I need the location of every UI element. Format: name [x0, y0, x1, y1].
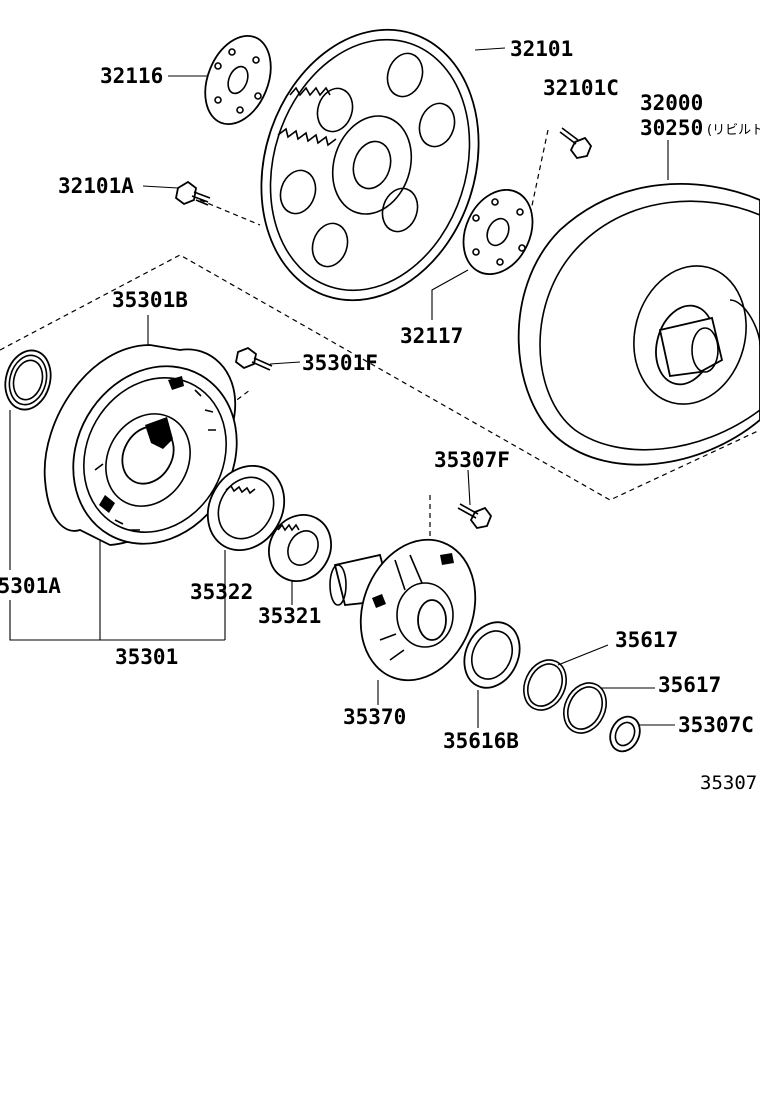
plate-32117 [462, 188, 534, 276]
snap-ring-35617-a [523, 659, 567, 711]
leader-lines [9, 47, 675, 728]
ring-35307C [609, 715, 641, 753]
gear-35321 [268, 514, 332, 582]
label-35301: 35301 [115, 645, 178, 669]
label-35617-a: 35617 [615, 628, 678, 652]
bolt-32101C [559, 127, 593, 159]
snap-ring-35617-b [563, 682, 607, 734]
label-35301F: 35301F [302, 351, 378, 375]
label-35307F: 35307F [434, 448, 510, 472]
label-32117: 32117 [400, 324, 463, 348]
label-35616B: 35616B [443, 729, 519, 753]
label-30250-note: (リビルト) [707, 123, 760, 138]
label-30250: 30250 [640, 116, 703, 140]
label-35321: 35321 [258, 604, 321, 628]
drive-plate-icon [260, 28, 480, 302]
label-35370: 35370 [343, 705, 406, 729]
label-32116: 32116 [100, 64, 163, 88]
gear-35322 [206, 464, 286, 552]
stator-shaft-35370 [329, 538, 477, 682]
label-35617-b: 35617 [658, 673, 721, 697]
label-32101C: 32101C [543, 76, 619, 100]
label-35322: 35322 [190, 580, 253, 604]
seal-35301A [4, 349, 52, 411]
label-32101: 32101 [510, 37, 573, 61]
bolt-32101A [175, 180, 211, 206]
bolt-35307F [457, 503, 493, 529]
label-35307: 35307 [700, 772, 757, 794]
part-labels: 32116 32101 32101C 32000 30250 (リビルト) 32… [0, 37, 760, 794]
plate-32116 [204, 34, 272, 126]
label-32000: 32000 [640, 91, 703, 115]
bolt-35301F [235, 346, 273, 371]
washer-35616B [463, 621, 521, 689]
torque-converter-icon [517, 183, 760, 466]
label-32101A: 32101A [58, 174, 134, 198]
label-35301B: 35301B [112, 288, 188, 312]
label-35301A: 35301A [0, 574, 61, 598]
label-35307C: 35307C [678, 713, 754, 737]
oil-pump-icon [43, 344, 238, 546]
